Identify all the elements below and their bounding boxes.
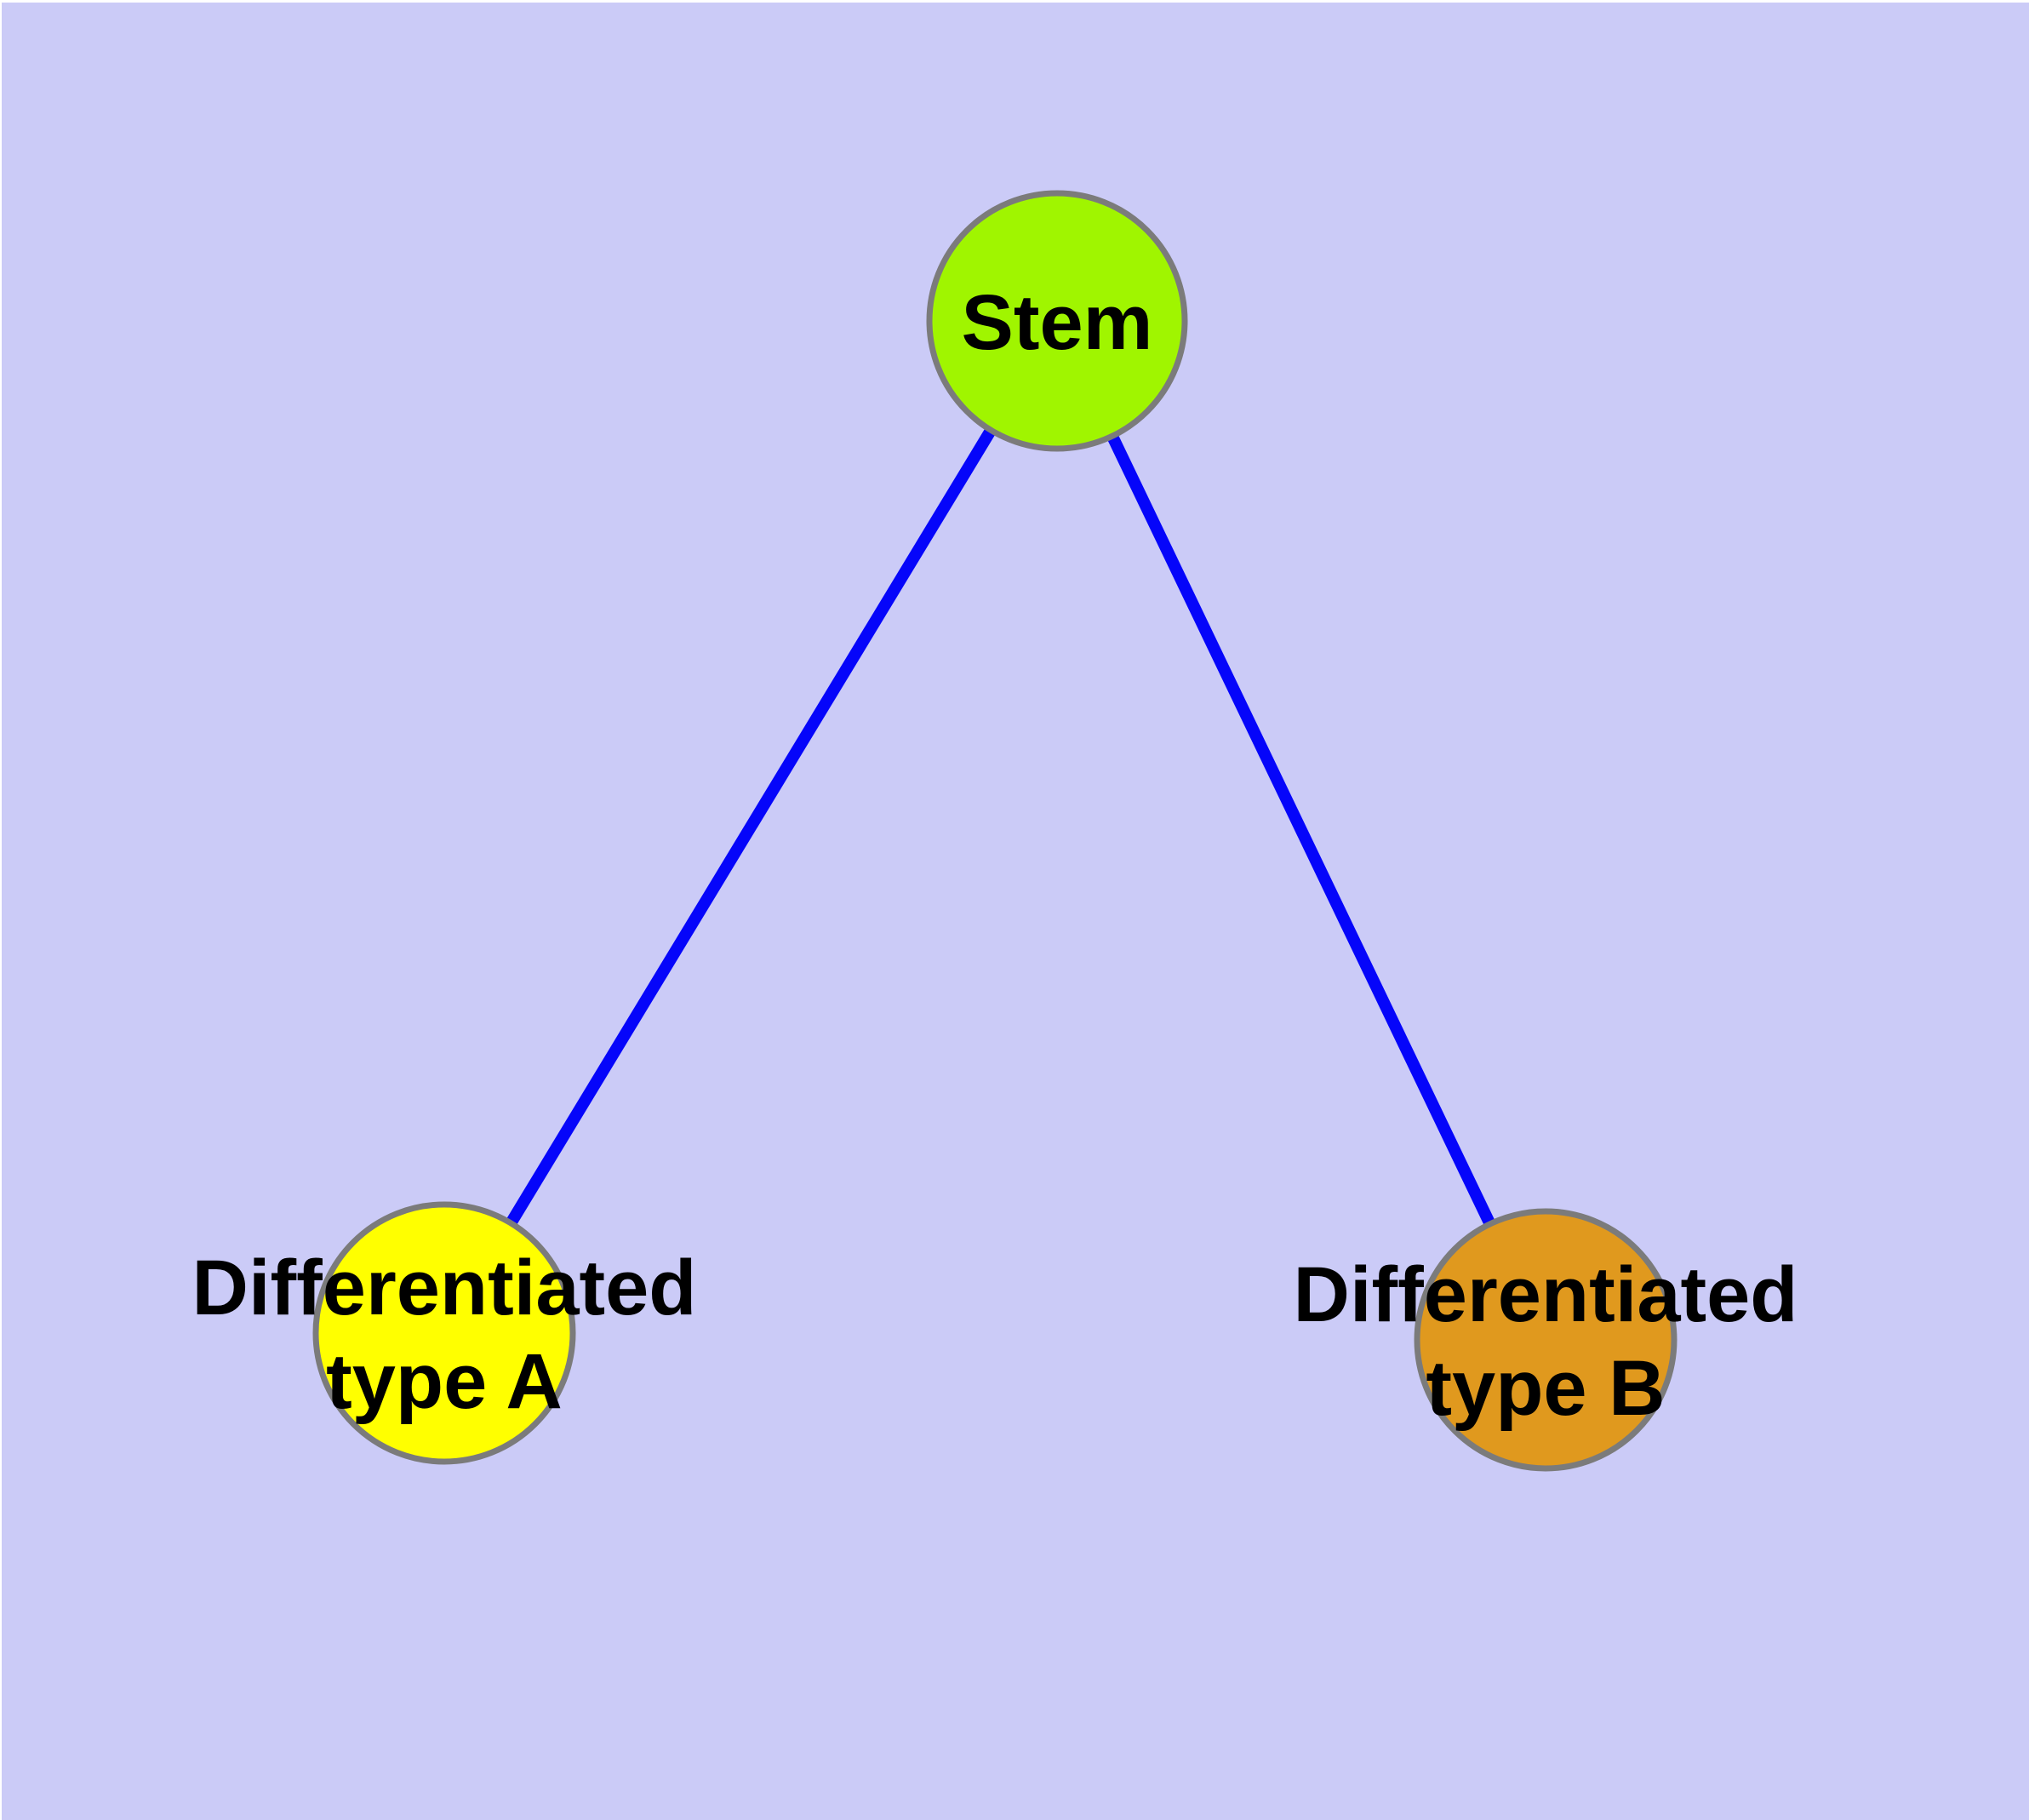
- node-diff-b-label-line-2: type B: [1426, 1345, 1665, 1432]
- edge-stem-to-diff-b: [1051, 318, 1552, 1343]
- node-diff-b-circle: [1414, 1208, 1677, 1472]
- node-diff-a-circle: [312, 1201, 576, 1465]
- node-diff-b-label-line-1: Differentiated: [1294, 1251, 1798, 1338]
- node-stem-label: Stem: [962, 279, 1153, 366]
- node-diff-a-label-line-2: type A: [326, 1338, 563, 1425]
- node-diff-a-label-line-1: Differentiated: [192, 1245, 697, 1331]
- edge-stem-to-diff-a: [439, 318, 1062, 1336]
- node-stem-circle: [926, 190, 1188, 452]
- node-stem-label-line-1: Stem: [962, 279, 1153, 366]
